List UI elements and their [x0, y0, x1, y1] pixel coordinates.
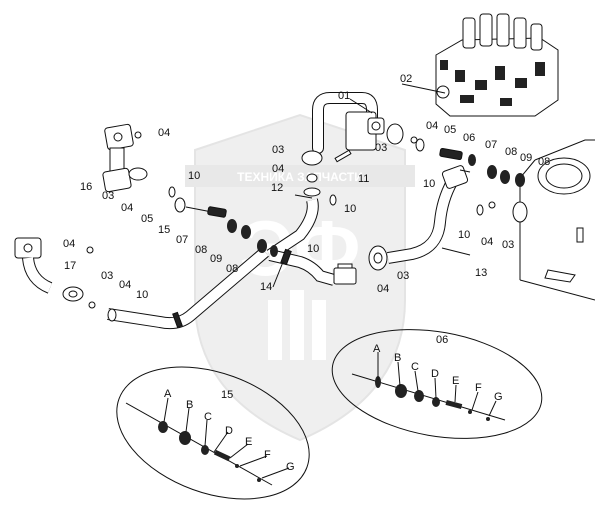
detail-06-letter-g: G	[494, 391, 503, 403]
hydraulic-tank	[519, 139, 595, 301]
callout-04-a: 04	[158, 127, 170, 139]
detail-15-letter-a: A	[164, 388, 172, 400]
callout-07-left: 07	[176, 234, 188, 246]
detail-15-letter-b: B	[186, 399, 193, 411]
callout-08-c: 08	[505, 146, 517, 158]
fittings	[62, 123, 528, 322]
callout-08-a: 08	[195, 244, 207, 256]
callout-11: 11	[358, 173, 369, 185]
callout-04-c: 04	[63, 238, 75, 250]
callout-14: 14	[260, 281, 272, 293]
detail-15-letter-c: C	[204, 411, 212, 423]
detail-06-label: 06	[436, 334, 448, 346]
callout-03-top-right: 03	[375, 142, 387, 154]
detail-06-letter-c: C	[411, 361, 419, 373]
callout-06: 06	[463, 132, 475, 144]
callout-02: 02	[400, 73, 412, 85]
callouts: 01 02 03 03 03 03 03 03 04 04 04 04 04 0…	[63, 73, 550, 301]
callout-01: 01	[338, 90, 350, 102]
leader-lines	[272, 83, 471, 288]
callout-04-h: 04	[481, 236, 493, 248]
callout-10-c: 10	[344, 203, 356, 215]
callout-04-f: 04	[426, 120, 438, 132]
callout-08-d: 08	[538, 156, 550, 168]
hose-assembly-06-exploded	[415, 138, 525, 187]
watermark: ТЕХНИКА ЗАПЧАСТИ ЭФ	[185, 113, 415, 442]
detail-15-letter-f: F	[264, 449, 271, 461]
hose-assembly-15-exploded	[174, 197, 278, 257]
callout-04-d: 04	[119, 279, 131, 291]
watermark-text: ТЕХНИКА ЗАПЧАСТИ	[237, 170, 363, 184]
watermark-emblem-icon	[268, 290, 326, 360]
detail-06-letter-b: B	[394, 352, 401, 364]
detail-15-letter-g: G	[286, 461, 295, 473]
callout-04-g: 04	[377, 283, 389, 295]
detail-06-letter-d: D	[431, 368, 439, 380]
callout-17: 17	[64, 260, 76, 272]
callout-03-center: 03	[272, 144, 284, 156]
callout-09-right: 09	[520, 152, 532, 164]
callout-10-a: 10	[188, 170, 200, 182]
pipe-14	[107, 247, 357, 330]
detail-06-letter-a: A	[373, 343, 381, 355]
callout-03-right: 03	[502, 239, 514, 251]
control-valve-block	[435, 13, 559, 117]
detail-06-letter-e: E	[452, 375, 459, 387]
detail-06-letter-f: F	[475, 382, 482, 394]
detail-group-15: 15 A B C D E F G	[116, 366, 310, 500]
callout-07-right: 07	[485, 139, 497, 151]
pipe-13	[387, 165, 469, 264]
callout-08-b: 08	[226, 263, 238, 275]
callout-09-left: 09	[210, 253, 222, 265]
detail-15-letter-d: D	[225, 425, 233, 437]
detail-15-letter-e: E	[245, 436, 252, 448]
detail-15-label: 15	[221, 389, 233, 401]
detail-group-06: 06 A B C D E F G	[331, 329, 543, 439]
pipe-12	[266, 187, 321, 260]
callout-10-d: 10	[307, 243, 319, 255]
callout-04-b: 04	[121, 202, 133, 214]
callout-05-right: 05	[444, 124, 456, 136]
callout-03-mid: 03	[397, 270, 409, 282]
callout-10-e: 10	[423, 178, 435, 190]
pipe-17	[14, 237, 53, 294]
callout-03-left: 03	[101, 270, 113, 282]
pipe-01	[312, 92, 385, 154]
callout-15: 15	[158, 224, 170, 236]
callout-10-f: 10	[458, 229, 470, 241]
callout-12: 12	[271, 182, 283, 194]
callout-10-b: 10	[136, 289, 148, 301]
pipe-16	[102, 123, 134, 193]
callout-03-top-left: 03	[102, 190, 114, 202]
callout-13: 13	[475, 267, 487, 279]
callout-05-left: 05	[141, 213, 153, 225]
callout-04-e: 04	[272, 163, 284, 175]
callout-16: 16	[80, 181, 92, 193]
